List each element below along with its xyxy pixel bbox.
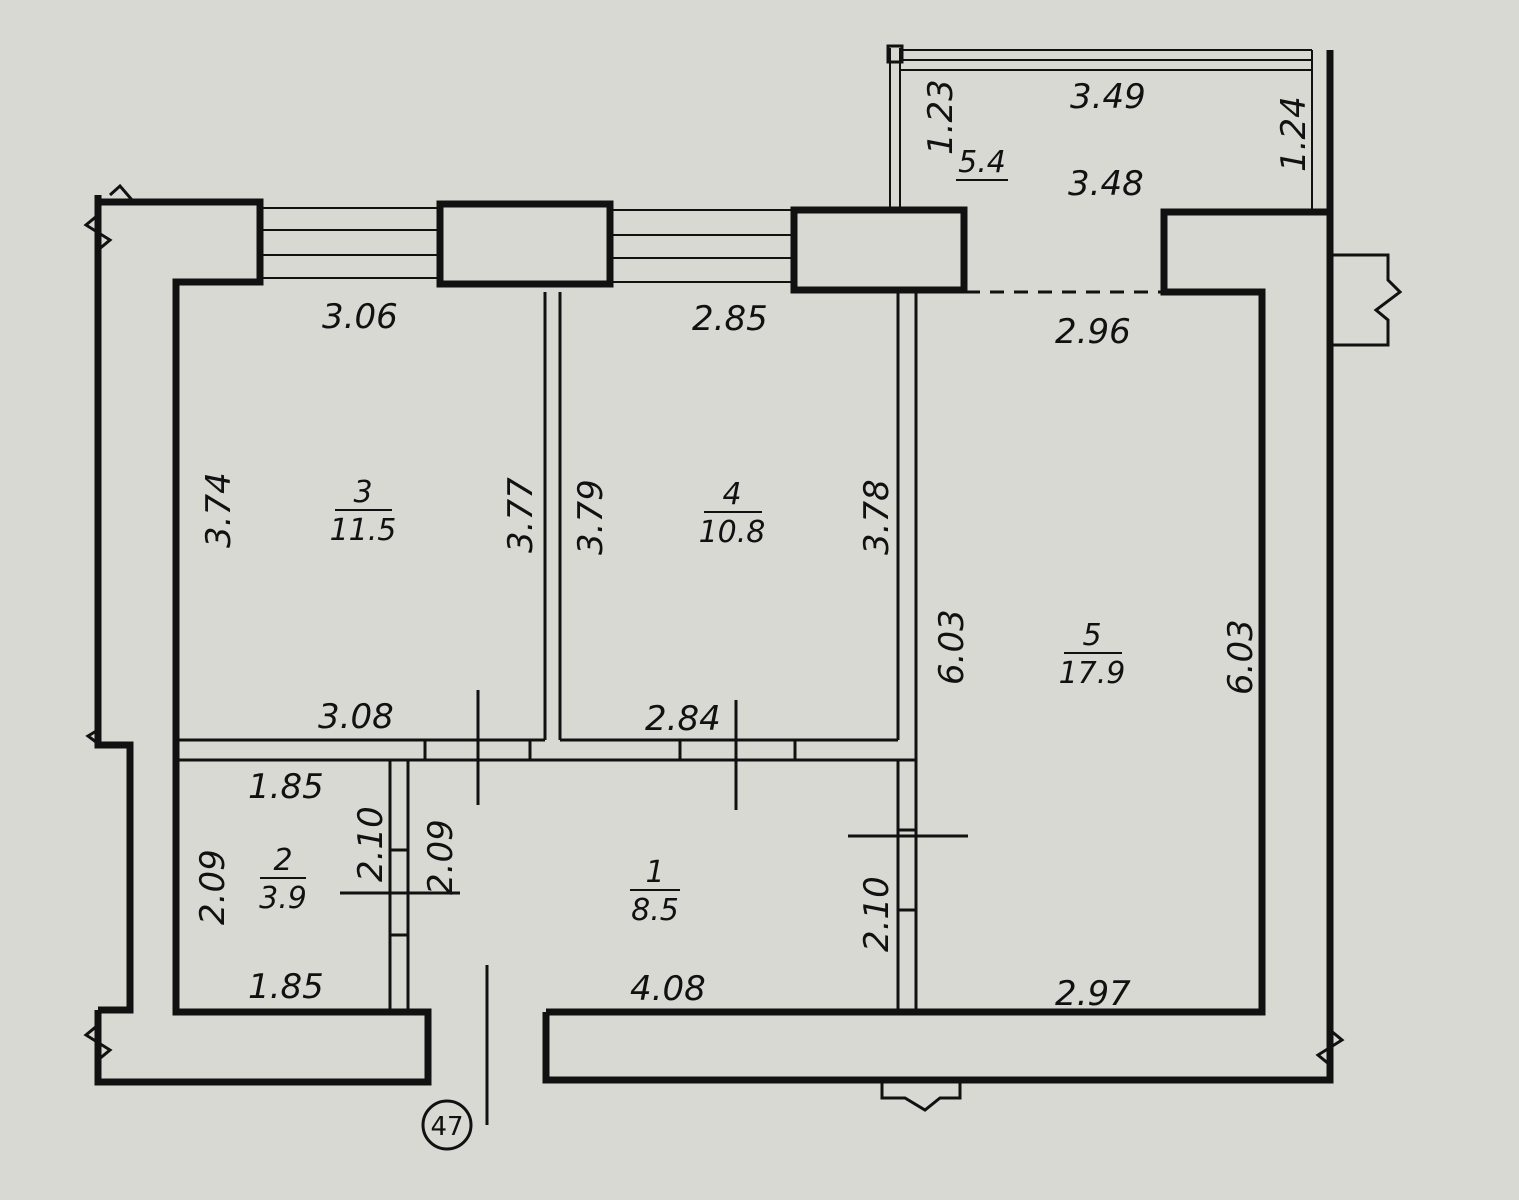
dim-room3-top: 3.06 xyxy=(322,297,398,337)
room-5-number: 5 xyxy=(1082,618,1101,653)
dim-room2-left: 2.09 xyxy=(193,849,233,925)
room-2-label: 2 3.9 xyxy=(259,843,307,916)
dim-room2-bottom: 1.85 xyxy=(248,967,324,1007)
wall-pier-1 xyxy=(436,200,614,288)
dim-balcony-top: 3.49 xyxy=(1070,77,1146,117)
room-3-label: 3 11.5 xyxy=(330,475,397,548)
room-1-number: 1 xyxy=(645,855,664,890)
balcony-label: 5.4 xyxy=(956,145,1008,181)
room-3-area: 11.5 xyxy=(330,513,397,548)
dim-room2-right-b: 2.09 xyxy=(421,819,461,895)
dim-room5-right: 6.03 xyxy=(1221,619,1261,695)
room-4-area: 10.8 xyxy=(699,515,766,550)
dim-balcony-left: 1.23 xyxy=(921,79,961,155)
left-outer-wall xyxy=(94,195,134,1014)
door-marks xyxy=(340,690,968,1125)
room-5-label: 5 17.9 xyxy=(1059,618,1126,691)
dim-room4-top: 2.85 xyxy=(692,299,768,339)
dim-room4-left: 3.79 xyxy=(571,479,611,555)
dim-room3-bottom: 3.08 xyxy=(318,697,394,737)
dim-room5-left: 6.03 xyxy=(932,609,972,685)
windows xyxy=(260,44,1313,283)
dim-hall-right: 2.10 xyxy=(857,876,897,952)
dim-balcony-right: 1.24 xyxy=(1274,96,1314,172)
bottom-outer-wall xyxy=(542,1012,1334,1084)
axis-marker-label: 47 xyxy=(430,1112,463,1142)
room-4-label: 4 10.8 xyxy=(699,477,766,550)
dim-room3-right: 3.77 xyxy=(501,477,541,553)
room-2-number: 2 xyxy=(273,843,292,878)
room-3-number: 3 xyxy=(353,475,372,510)
room-4-number: 4 xyxy=(722,477,741,512)
left-wall-block xyxy=(94,198,432,1086)
balcony-area: 5.4 xyxy=(958,145,1006,180)
dim-hall-bottom: 4.08 xyxy=(630,969,706,1009)
wall-pier-2 xyxy=(790,206,968,294)
room-1-area: 8.5 xyxy=(631,893,679,928)
dim-balcony-bottom: 3.48 xyxy=(1068,164,1144,204)
room-labels: 3 11.5 4 10.8 5 17.9 2 3.9 1 8.5 5.4 xyxy=(259,145,1125,928)
room-5-area: 17.9 xyxy=(1059,656,1126,691)
axis-marker: 47 xyxy=(421,1099,473,1151)
dim-room4-right: 3.78 xyxy=(857,479,897,555)
dim-room5-bottom: 2.97 xyxy=(1055,974,1131,1014)
dim-room2-right-a: 2.10 xyxy=(351,806,391,882)
break-marks xyxy=(83,183,1403,1112)
dim-room4-bottom: 2.84 xyxy=(645,699,721,739)
dimension-labels: 3.06 2.85 2.96 3.08 2.84 1.85 1.85 4.08 … xyxy=(193,77,1314,1014)
partitions xyxy=(176,290,1164,1012)
dim-room5-top: 2.96 xyxy=(1055,312,1131,352)
room-1-label: 1 8.5 xyxy=(630,855,680,928)
room-2-area: 3.9 xyxy=(259,881,307,916)
outer-walls xyxy=(94,50,1334,1086)
dim-room2-top: 1.85 xyxy=(248,767,324,807)
dim-room3-left: 3.74 xyxy=(199,472,239,548)
